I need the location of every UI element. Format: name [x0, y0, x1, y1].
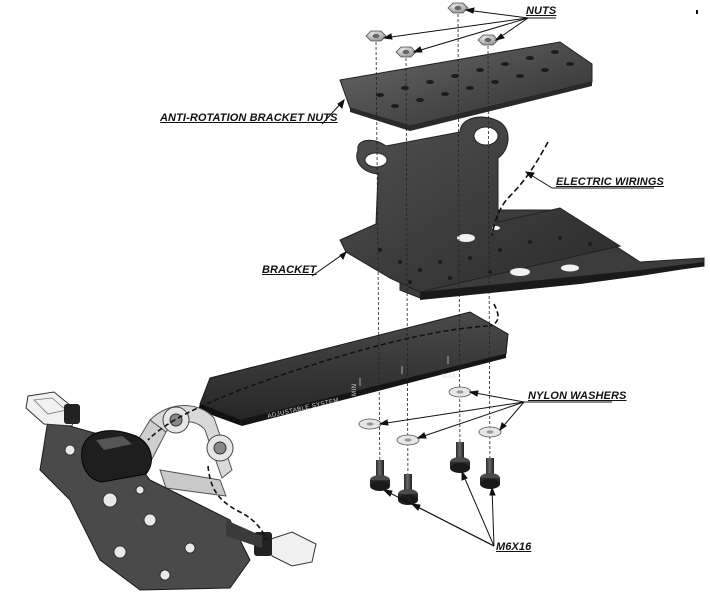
bolt-1 — [370, 460, 390, 491]
label-bracket: BRACKET — [262, 264, 317, 276]
nut-right — [477, 34, 499, 46]
nut-mid — [395, 46, 417, 58]
bolt-4 — [480, 458, 500, 489]
engraving-min: MIN — [352, 384, 358, 397]
label-m6x16-bolts: M6X16 — [496, 541, 532, 553]
label-nuts: NUTS — [526, 5, 557, 17]
washer-2 — [396, 434, 420, 446]
bolt-3 — [450, 442, 470, 473]
nuts-group — [365, 2, 499, 58]
leader-lines — [311, 7, 654, 547]
corner-mark — [696, 10, 698, 14]
washer-4 — [478, 426, 502, 438]
nut-left — [365, 30, 387, 42]
washer-3 — [448, 386, 472, 398]
bracket-part — [339, 116, 705, 300]
label-anti-rotation-bracket-nuts: ANTI-ROTATION BRACKET NUTS — [160, 112, 338, 124]
label-nylon-washers: NYLON WASHERS — [528, 390, 627, 402]
label-electric-wirings: ELECTRIC WIRINGS — [556, 176, 664, 188]
washer-1 — [358, 418, 382, 430]
nylon-washers-group — [358, 386, 502, 446]
anti-rotation-plate — [339, 41, 593, 131]
bolt-2 — [398, 474, 418, 505]
frame-assembly — [25, 391, 317, 591]
nut-top — [447, 2, 469, 14]
engraving-max: MAX — [442, 374, 457, 380]
electric-wiring — [147, 141, 549, 541]
bolts-group — [370, 442, 500, 505]
